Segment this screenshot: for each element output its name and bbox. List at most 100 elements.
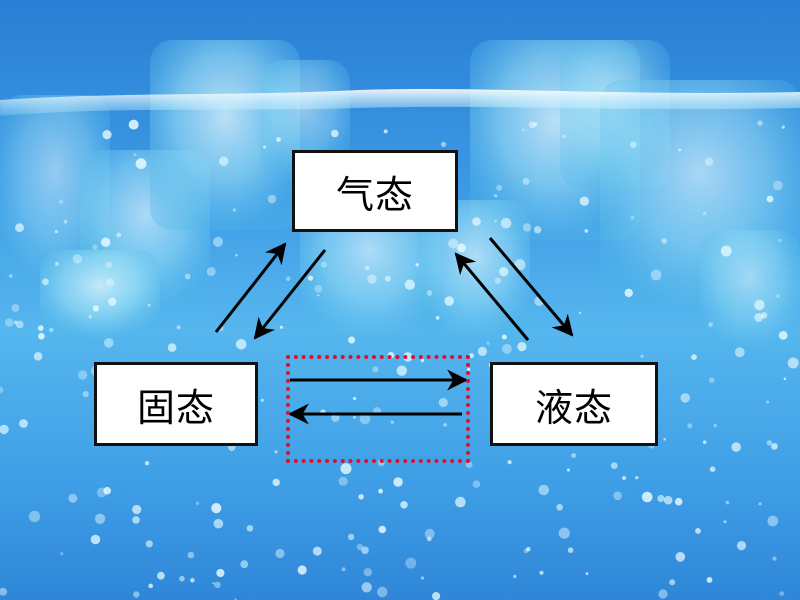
bubble <box>477 346 487 356</box>
bubble <box>218 325 224 332</box>
bubble <box>435 316 440 320</box>
bubble <box>240 560 249 569</box>
bubble <box>377 586 388 598</box>
bubble <box>500 217 512 229</box>
bubble <box>365 265 370 271</box>
bubble <box>427 536 432 542</box>
bubble <box>566 468 570 472</box>
bubble <box>766 400 769 404</box>
bubble <box>526 547 531 552</box>
bubble <box>274 450 278 454</box>
bubble <box>132 516 140 524</box>
bubble <box>420 358 425 363</box>
bubble <box>340 463 352 475</box>
bubble <box>522 178 530 185</box>
bubble <box>661 238 667 244</box>
bubble <box>517 342 527 352</box>
bubble <box>219 156 229 166</box>
bubble <box>680 393 690 403</box>
bubble <box>522 223 532 232</box>
bubble <box>567 547 574 553</box>
bubble <box>145 540 153 548</box>
bubble <box>116 232 122 238</box>
liquid-state-label: 液态 <box>534 385 613 430</box>
bubble <box>390 420 394 424</box>
bubble <box>92 305 99 312</box>
bubble <box>331 413 340 422</box>
bubble <box>42 278 49 286</box>
bubble <box>415 263 419 267</box>
bubble <box>275 548 285 559</box>
bubble <box>297 565 307 575</box>
bubble <box>33 352 43 361</box>
bubble <box>691 354 697 360</box>
bubble <box>361 546 369 555</box>
bubble <box>235 254 238 257</box>
bubble <box>347 533 355 541</box>
bubble <box>776 294 780 298</box>
solid-state-label: 固态 <box>136 385 215 430</box>
bubble <box>457 243 466 253</box>
bubble <box>214 581 221 588</box>
bubble <box>571 453 576 458</box>
bubble <box>101 237 111 247</box>
bubble <box>92 244 98 250</box>
bubble <box>713 423 717 428</box>
solid-state-box: 固态 <box>94 362 258 446</box>
bubble <box>779 591 785 597</box>
bubble <box>584 229 589 233</box>
bubble <box>82 391 89 398</box>
bubble <box>356 543 364 551</box>
bubble <box>211 503 222 514</box>
bubble <box>723 520 727 524</box>
bubble <box>486 341 490 345</box>
bubble <box>720 245 732 257</box>
melting-freezing-highlight <box>286 355 470 463</box>
bubble <box>9 274 13 278</box>
bubble <box>731 442 741 452</box>
bubble <box>11 304 20 312</box>
bubble <box>314 284 323 293</box>
bubble <box>272 478 280 487</box>
bubble <box>703 211 707 216</box>
bubble <box>528 121 536 129</box>
bubble <box>279 325 283 329</box>
bubble <box>630 215 635 220</box>
bubble <box>148 583 153 589</box>
bubble <box>420 576 425 580</box>
bubble <box>663 438 666 441</box>
bubble <box>708 377 715 384</box>
bubble <box>341 567 346 572</box>
bubble <box>60 552 64 556</box>
bubble <box>212 582 215 585</box>
bubble <box>773 180 783 191</box>
bubble <box>94 513 106 524</box>
bubble <box>675 552 686 562</box>
bubble <box>514 259 526 271</box>
bubble <box>695 528 701 534</box>
bubble <box>393 477 403 487</box>
bubble <box>709 466 716 473</box>
bubble <box>128 119 139 130</box>
bubble <box>105 261 113 269</box>
bubble <box>440 141 447 148</box>
bubble <box>663 495 673 505</box>
bubble <box>674 497 683 506</box>
bubble <box>0 424 9 435</box>
bubble <box>754 299 765 311</box>
bubble <box>267 194 277 204</box>
bubble <box>585 572 589 575</box>
bubble <box>578 311 582 315</box>
bubble <box>778 331 788 340</box>
bubble <box>708 322 713 327</box>
bubble <box>472 480 481 489</box>
bubble <box>157 571 165 580</box>
bubble <box>104 338 114 348</box>
bubble <box>499 267 509 277</box>
bubble <box>754 313 764 322</box>
bubble <box>533 226 542 234</box>
bubble <box>448 238 459 249</box>
bubble <box>426 290 433 296</box>
bubble <box>725 500 730 505</box>
bubble <box>190 577 195 583</box>
